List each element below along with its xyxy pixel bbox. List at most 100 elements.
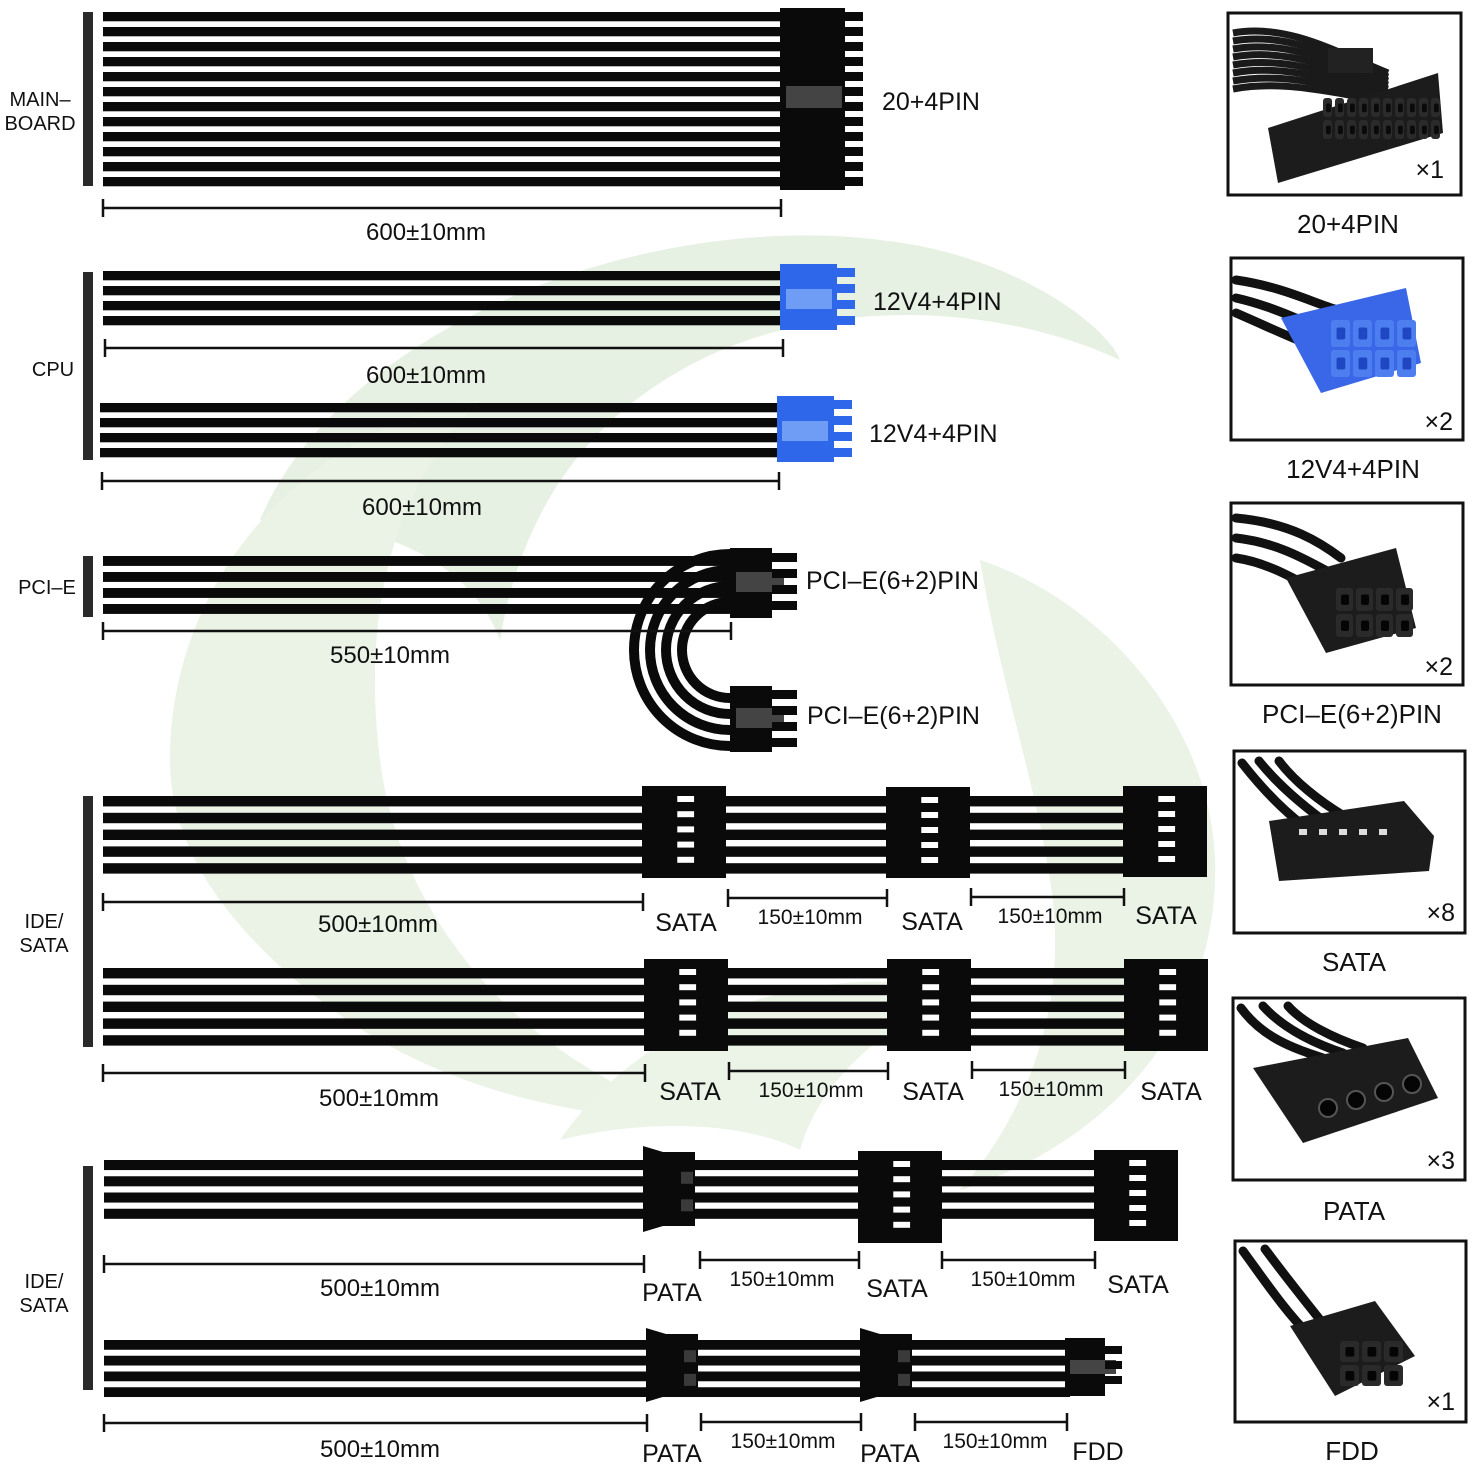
pata-conn2-label: PATA bbox=[860, 1440, 920, 1468]
sata-pin-slot bbox=[679, 984, 697, 991]
fdd-pin-tab bbox=[1105, 1346, 1122, 1354]
pata-pin bbox=[681, 1171, 693, 1184]
card-5-quantity: ×3 bbox=[1426, 1147, 1455, 1175]
pcie-pin-tab bbox=[772, 601, 797, 610]
cable-wire bbox=[103, 829, 1130, 841]
cable-wire bbox=[104, 1340, 1070, 1350]
pata-connector-1 bbox=[646, 1328, 698, 1402]
pata-connector-2 bbox=[860, 1328, 912, 1402]
sata-pin-slot bbox=[893, 1176, 911, 1183]
cable-wire bbox=[100, 448, 777, 458]
sata-pin-slot bbox=[1129, 1220, 1147, 1226]
pcie-pin-tab bbox=[772, 553, 797, 562]
sata-pin-slot bbox=[1158, 841, 1176, 847]
card-pin-hole bbox=[1326, 125, 1331, 135]
card-pin-hole bbox=[1341, 620, 1349, 631]
sata-pin-slot bbox=[893, 1191, 911, 1198]
sata-pin-slot bbox=[1129, 1205, 1147, 1211]
cable-wire bbox=[104, 1355, 1070, 1366]
fdd-connector-latch bbox=[1070, 1360, 1116, 1374]
cable-wire bbox=[103, 117, 780, 127]
mixed-conn2-label: SATA bbox=[866, 1275, 928, 1303]
cable-wire bbox=[103, 147, 780, 157]
pcie-connector-2-label: PCI–E(6+2)PIN bbox=[807, 702, 980, 730]
pata-pin bbox=[684, 1373, 696, 1386]
sata-pin-slot bbox=[893, 1221, 911, 1228]
sata2-connector-3 bbox=[1124, 959, 1208, 1051]
cable-wire bbox=[103, 57, 780, 67]
pata-seg2-length-label: 150±10mm bbox=[943, 1430, 1048, 1453]
connector-card-1 bbox=[1226, 11, 1463, 197]
cable-wire bbox=[103, 984, 1130, 996]
cable-wire bbox=[103, 87, 780, 97]
cpu-cable-1 bbox=[103, 264, 855, 330]
sata2-conn3-label: SATA bbox=[1140, 1078, 1202, 1106]
eps-pin-tab bbox=[834, 448, 852, 457]
mixed-pata-connector bbox=[643, 1146, 695, 1232]
mainboard-group-bar bbox=[83, 12, 93, 186]
sata-pin-slot bbox=[922, 999, 940, 1006]
cable-wire bbox=[103, 1035, 1130, 1046]
pcie-pin-tab bbox=[772, 569, 797, 578]
atx-pin-tab bbox=[845, 177, 863, 186]
fdd-pin-tab bbox=[1105, 1361, 1122, 1369]
cable-wire bbox=[103, 968, 1130, 979]
card-pin-hole bbox=[1361, 594, 1369, 605]
sata-pin-slot bbox=[1158, 811, 1176, 817]
sata-cable-2 bbox=[103, 968, 1130, 1046]
cable-wire bbox=[103, 556, 730, 566]
card-pin-hole bbox=[1381, 594, 1389, 605]
card-pin-hole bbox=[1389, 1347, 1399, 1357]
sata2-main-length-dimension bbox=[101, 1064, 647, 1082]
group-label-ide-sata-2: IDE/SATA bbox=[19, 1271, 69, 1317]
card-3-quantity: ×2 bbox=[1424, 653, 1453, 681]
cable-wire bbox=[103, 796, 1130, 807]
card-pin-hole bbox=[1402, 1074, 1422, 1094]
sata-pin-slot bbox=[921, 812, 939, 818]
card-pin-hole bbox=[1362, 103, 1367, 113]
eps-pin-tab bbox=[837, 268, 855, 277]
card-pin-hole bbox=[1374, 1082, 1394, 1102]
sata-pin-slot bbox=[893, 1161, 911, 1167]
pata-seg1-length-dimension bbox=[699, 1413, 863, 1431]
cpu-group-bar bbox=[83, 272, 93, 460]
pcie-connector-1-label: PCI–E(6+2)PIN bbox=[806, 567, 979, 595]
cable-wire bbox=[103, 286, 780, 296]
sata-pin-slot bbox=[1129, 1190, 1147, 1196]
ide-sata-1-group-bar bbox=[83, 796, 93, 1047]
card-wire bbox=[1232, 66, 1389, 97]
card-pin-hole bbox=[1341, 594, 1349, 605]
card-pin-hole bbox=[1402, 357, 1412, 370]
sata-pin-slot bbox=[1159, 984, 1177, 991]
cable-wire bbox=[103, 177, 780, 187]
card-pin-hole bbox=[1367, 1347, 1377, 1357]
cable-wire bbox=[103, 271, 780, 281]
mixed-sata-connector-1 bbox=[858, 1151, 942, 1243]
pata-main-length-dimension bbox=[102, 1414, 649, 1432]
cable-wire bbox=[103, 42, 780, 52]
sata2-conn2-label: SATA bbox=[902, 1078, 964, 1106]
mixed-seg2-length-label: 150±10mm bbox=[971, 1268, 1076, 1291]
card-pin-hole bbox=[1379, 829, 1387, 835]
connector-shell bbox=[1269, 801, 1434, 881]
cable-wire bbox=[103, 604, 730, 614]
sata-pin-slot bbox=[922, 1029, 940, 1036]
card-pin-hole bbox=[1350, 125, 1355, 135]
sata-pin-slot bbox=[921, 797, 939, 803]
mixed-seg2-length-dimension bbox=[940, 1251, 1097, 1269]
sata1-main-length-label: 500±10mm bbox=[318, 911, 438, 938]
pcie-pin-tab bbox=[772, 706, 797, 715]
eps-8pin-blue-connector-icon bbox=[1231, 275, 1421, 393]
cpu2-length-dimension bbox=[100, 472, 781, 490]
cable-wire bbox=[103, 72, 780, 82]
pata-connector-body bbox=[646, 1328, 698, 1402]
eps-connector-latch bbox=[782, 421, 828, 441]
pcie-pin-tab bbox=[772, 690, 797, 699]
cable-wire bbox=[103, 12, 780, 22]
eps-pin-tab bbox=[837, 284, 855, 293]
fdd-connector-icon bbox=[1238, 1244, 1415, 1396]
pata-seg2-length-dimension bbox=[913, 1413, 1069, 1431]
sata-pin-slot bbox=[677, 811, 695, 818]
sata-pin-slot bbox=[1159, 1029, 1177, 1036]
